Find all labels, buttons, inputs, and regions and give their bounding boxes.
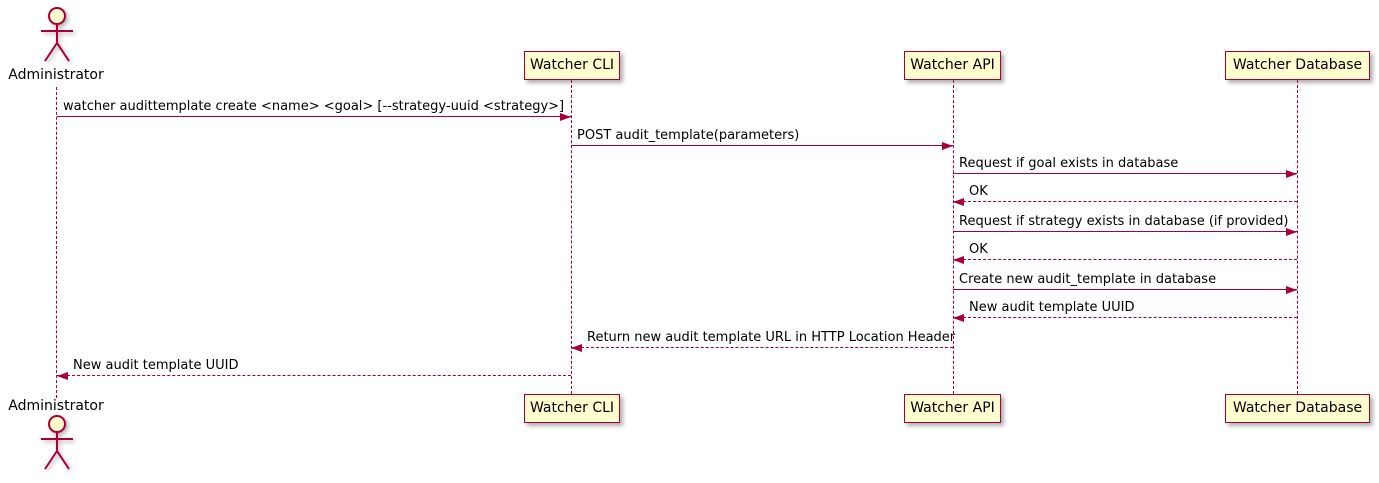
message-ok-goal: OK <box>953 184 1297 206</box>
arrowhead-icon <box>1286 170 1297 178</box>
message-post-audit-template: POST audit_template(parameters) <box>571 128 953 150</box>
participant-watcher-database-bottom: Watcher Database <box>1225 394 1370 423</box>
message-label: Return new audit template URL in HTTP Lo… <box>587 330 956 345</box>
message-label: New audit template UUID <box>969 300 1135 315</box>
message-arrow <box>953 286 1297 294</box>
message-arrow <box>953 228 1297 236</box>
message-request-goal-exists: Request if goal exists in database <box>953 156 1297 178</box>
message-arrow <box>953 170 1297 178</box>
arrowhead-icon <box>953 314 964 322</box>
message-arrow <box>57 372 571 380</box>
message-label: Create new audit_template in database <box>959 272 1217 287</box>
message-ok-strategy: OK <box>953 242 1297 264</box>
arrowhead-icon <box>560 113 571 121</box>
message-arrow <box>953 256 1297 264</box>
arrowhead-icon <box>1286 228 1297 236</box>
participant-watcher-database-top: Watcher Database <box>1225 51 1370 80</box>
arrowhead-icon <box>953 256 964 264</box>
message-create-audit-template-db: Create new audit_template in database <box>953 272 1297 294</box>
lifeline-administrator <box>56 87 57 398</box>
actor-label-top: Administrator <box>8 67 104 83</box>
message-label: watcher audittemplate create <name> <goa… <box>63 99 565 114</box>
actor-icon <box>41 7 73 62</box>
message-arrow <box>57 113 571 121</box>
message-arrow <box>571 344 953 352</box>
arrowhead-icon <box>953 198 964 206</box>
message-create-audittemplate: watcher audittemplate create <name> <goa… <box>57 99 571 121</box>
arrowhead-icon <box>942 142 953 150</box>
actor-label-bottom: Administrator <box>8 398 104 414</box>
participant-watcher-cli-bottom: Watcher CLI <box>524 394 620 423</box>
lifeline-watcher-database <box>1297 80 1298 394</box>
message-label: New audit template UUID <box>73 358 239 373</box>
arrowhead-icon <box>1286 286 1297 294</box>
message-new-uuid-from-db: New audit template UUID <box>953 300 1297 322</box>
message-label: OK <box>969 242 988 257</box>
arrowhead-icon <box>571 344 582 352</box>
message-label: POST audit_template(parameters) <box>577 128 800 143</box>
message-arrow <box>953 314 1297 322</box>
lifeline-watcher-cli <box>571 80 572 394</box>
message-label: Request if strategy exists in database (… <box>959 214 1289 229</box>
message-arrow <box>571 142 953 150</box>
arrowhead-icon <box>57 372 68 380</box>
message-arrow <box>953 198 1297 206</box>
message-label: OK <box>969 184 988 199</box>
participant-watcher-cli-top: Watcher CLI <box>524 51 620 80</box>
participant-watcher-api-bottom: Watcher API <box>904 394 1001 423</box>
actor-icon <box>41 415 73 470</box>
lifeline-watcher-api <box>953 80 954 394</box>
message-new-uuid-to-admin: New audit template UUID <box>57 358 571 380</box>
participant-watcher-api-top: Watcher API <box>904 51 1001 80</box>
message-request-strategy-exists: Request if strategy exists in database (… <box>953 214 1297 236</box>
message-label: Request if goal exists in database <box>959 156 1179 171</box>
message-return-url-location-header: Return new audit template URL in HTTP Lo… <box>571 330 956 352</box>
